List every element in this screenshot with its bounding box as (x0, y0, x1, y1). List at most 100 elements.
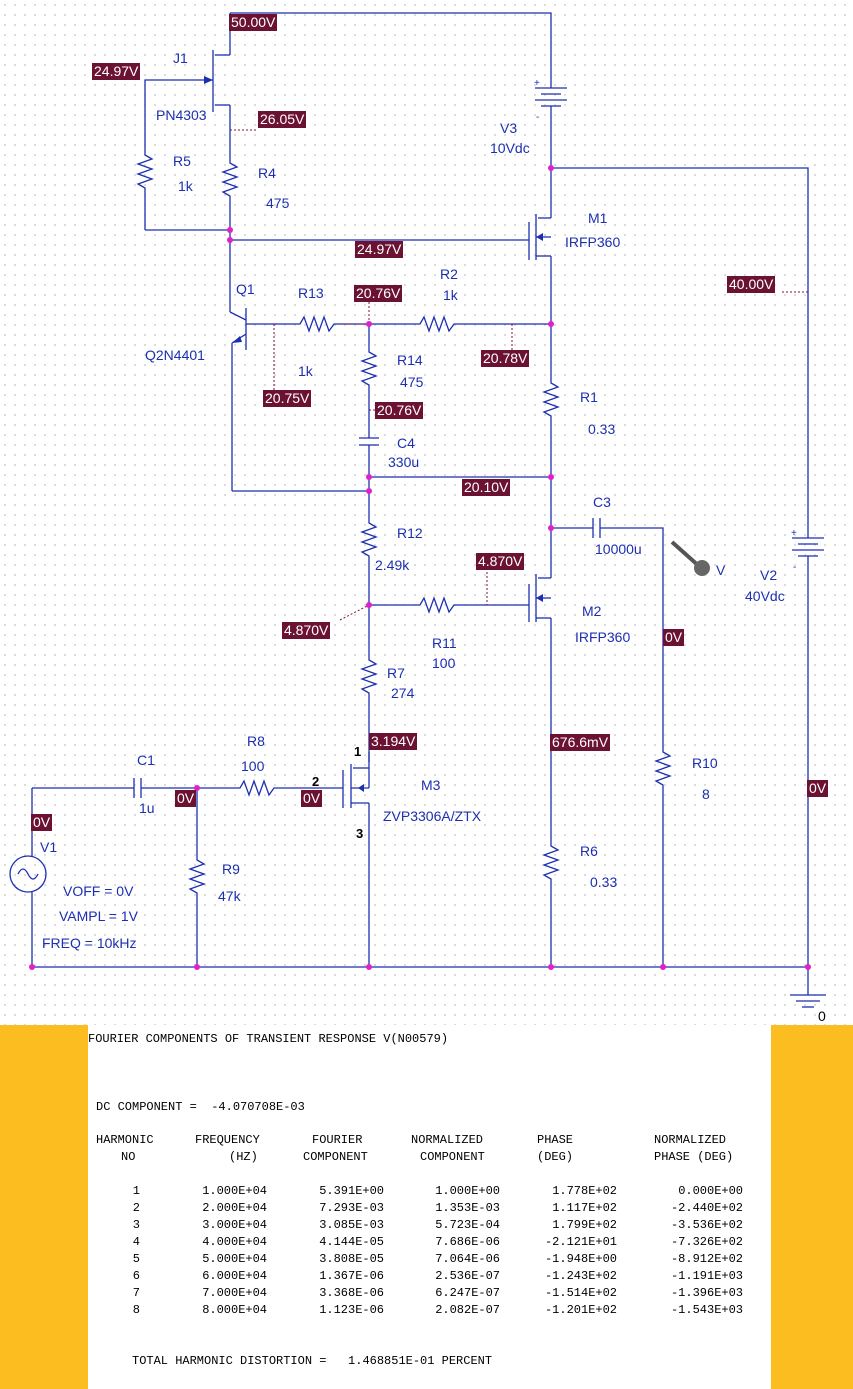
r10-value: 8 (702, 786, 710, 802)
voltage-marker[interactable]: 0V (31, 814, 53, 831)
table-cell: 6 (132, 1269, 140, 1283)
c1-ref: C1 (137, 752, 155, 768)
probe-stem (670, 540, 702, 569)
voltage-probe-icon[interactable] (694, 560, 710, 576)
voltage-marker[interactable]: 24.97V (355, 241, 404, 258)
voltage-marker[interactable]: 0V (175, 790, 197, 807)
table-cell: 1.000E+00 (435, 1184, 500, 1198)
table-cell: -7.326E+02 (670, 1235, 743, 1249)
q1-model: Q2N4401 (145, 347, 205, 363)
table-cell: 1 (132, 1184, 140, 1198)
table-cell: 5 (132, 1252, 140, 1266)
table-cell: 5.391E+00 (319, 1184, 384, 1198)
table-cell: -1.191E+03 (670, 1269, 743, 1283)
table-cell: 7.064E-06 (435, 1252, 500, 1266)
voltage-marker[interactable]: 50.00V (229, 14, 278, 31)
voltage-marker[interactable]: 20.76V (354, 285, 403, 302)
table-cell: 5.723E-04 (435, 1218, 500, 1232)
j1-ref: J1 (173, 50, 188, 66)
r6-value: 0.33 (590, 874, 618, 890)
table-cell: 3.368E-06 (319, 1286, 384, 1300)
r13-ref: R13 (298, 285, 324, 301)
svg-text:+: + (791, 528, 797, 539)
col-header: (DEG) (537, 1150, 574, 1164)
j1-model: PN4303 (156, 107, 207, 123)
voltage-marker[interactable]: 4.870V (282, 622, 331, 639)
m3-pin-1: 1 (354, 744, 362, 759)
r11-ref: R11 (432, 635, 457, 651)
voltage-marker[interactable]: 20.75V (263, 390, 312, 407)
r9-ref: R9 (222, 861, 240, 877)
voltage-marker[interactable]: 3.194V (369, 733, 418, 750)
col-header: NORMALIZED (654, 1133, 727, 1147)
col-header: PHASE (DEG) (654, 1150, 734, 1164)
r14-value: 475 (400, 374, 424, 390)
table-cell: 4 (132, 1235, 140, 1249)
r7-value: 274 (391, 685, 415, 701)
col-header: PHASE (537, 1133, 574, 1147)
r4-ref: R4 (258, 165, 276, 181)
table-cell: 7.293E-03 (319, 1201, 384, 1215)
schematic-canvas: +- +- J1 PN4303 R5 1k R4 475 V3 10Vdc M1… (0, 0, 853, 1025)
v1-voff: VOFF = 0V (63, 883, 134, 899)
output-panel-background: FOURIER COMPONENTS OF TRANSIENT RESPONSE… (0, 1025, 853, 1389)
table-cell: 1.367E-06 (319, 1269, 384, 1283)
table-cell: 1.353E-03 (435, 1201, 500, 1215)
r1-value: 0.33 (588, 421, 616, 437)
voltage-marker[interactable]: 26.05V (258, 111, 307, 128)
table-cell: 7.686E-06 (435, 1235, 500, 1249)
voltage-marker[interactable]: 4.870V (476, 553, 525, 570)
r11-value: 100 (432, 655, 456, 671)
r1-ref: R1 (580, 389, 598, 405)
r8-ref: R8 (247, 733, 265, 749)
table-cell: 1.123E-06 (319, 1303, 384, 1317)
voltage-marker[interactable]: 20.10V (462, 479, 511, 496)
c3-ref: C3 (593, 494, 611, 510)
m2-model: IRFP360 (575, 629, 631, 645)
table-cell: -2.121E+01 (544, 1235, 617, 1249)
table-cell: 4.144E-05 (319, 1235, 384, 1249)
table-cell: -8.912E+02 (670, 1252, 743, 1266)
r9-value: 47k (218, 888, 241, 904)
q1-ref: Q1 (236, 281, 255, 297)
schematic-wiring: +- +- (9, 12, 826, 1008)
table-cell: 6.247E-07 (435, 1286, 500, 1300)
table-cell: 0.000E+00 (678, 1184, 743, 1198)
table-cell: 8 (132, 1303, 140, 1317)
col-header: NORMALIZED (411, 1133, 484, 1147)
table-header-row: HARMONIC FREQUENCY FOURIER NORMALIZED PH… (88, 1133, 771, 1147)
svg-text:-: - (536, 112, 539, 123)
report-title: FOURIER COMPONENTS OF TRANSIENT RESPONSE… (88, 1032, 449, 1046)
thd-line: TOTAL HARMONIC DISTORTION = 1.468851E-01… (132, 1354, 493, 1368)
v1-vampl: VAMPL = 1V (59, 908, 138, 924)
c1-value: 1u (139, 800, 155, 816)
voltage-marker[interactable]: 20.76V (375, 402, 424, 419)
table-cell: -1.514E+02 (544, 1286, 617, 1300)
voltage-marker[interactable]: 0V (301, 790, 323, 807)
table-row: 4 4.000E+04 4.144E-05 7.686E-06 -2.121E+01 -7… (88, 1235, 771, 1249)
m2-ref: M2 (582, 603, 602, 619)
table-cell: 2.000E+04 (202, 1201, 267, 1215)
r12-value: 2.49k (375, 557, 410, 573)
table-cell: 6.000E+04 (202, 1269, 267, 1283)
voltage-marker[interactable]: 676.6mV (550, 734, 611, 751)
voltage-marker[interactable]: 20.78V (481, 350, 530, 367)
m3-model: ZVP3306A/ZTX (383, 808, 482, 824)
v1-ref: V1 (40, 839, 58, 855)
table-cell: -1.948E+00 (544, 1252, 617, 1266)
voltage-marker[interactable]: 24.97V (92, 63, 141, 80)
ground-label: 0 (818, 1008, 826, 1024)
table-cell: 3.085E-03 (319, 1218, 384, 1232)
table-cell: 2.536E-07 (435, 1269, 500, 1283)
table-cell: 1.117E+02 (552, 1201, 617, 1215)
fourier-report: FOURIER COMPONENTS OF TRANSIENT RESPONSE… (88, 1025, 771, 1389)
probe-label: V (716, 562, 726, 578)
voltage-marker[interactable]: 40.00V (727, 276, 776, 293)
voltage-marker[interactable]: 0V (807, 780, 829, 797)
table-cell: 1.799E+02 (552, 1218, 617, 1232)
voltage-marker[interactable]: 0V (663, 629, 685, 646)
c4-value: 330u (388, 454, 420, 470)
table-cell: 4.000E+04 (202, 1235, 267, 1249)
